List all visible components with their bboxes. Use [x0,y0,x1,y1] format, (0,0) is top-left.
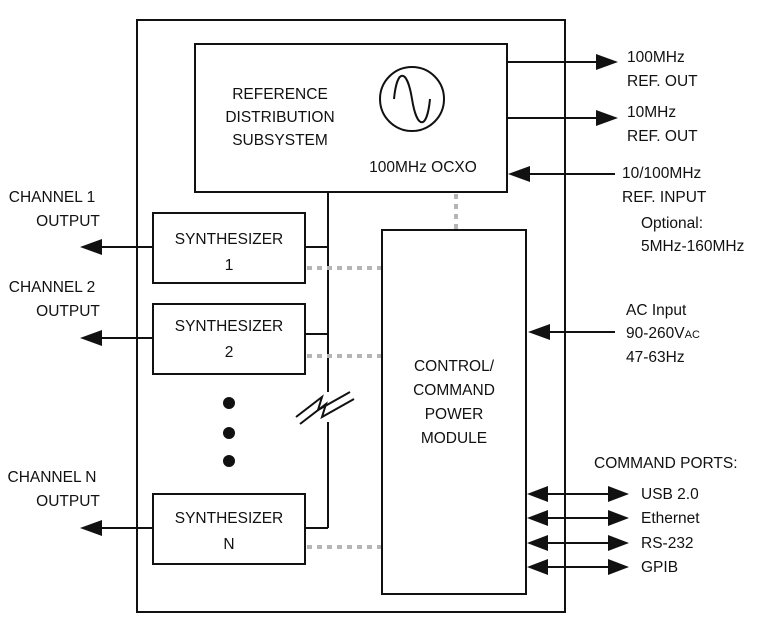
ac-input-line-2: 90-260VAC [626,325,700,342]
port-rs232-label: RS-232 [641,535,694,552]
synthesizer-2-box [152,303,306,375]
ellipsis-dot-3 [223,455,235,467]
synthesizer-1-line-2: 1 [225,257,234,274]
port-rs232-arrow [527,535,629,551]
ref100-label-line-2: REF. OUT [627,73,698,90]
channel-n-output-line-2: OUTPUT [36,493,100,510]
ref100-label-line-1: 100MHz [627,49,685,66]
channel-n-output-line-1: CHANNEL N [8,469,97,486]
control-line-2: COMMAND [413,382,495,399]
channel-2-output-arrowhead [80,330,102,346]
synthesizer-2-line-1: SYNTHESIZER [175,318,284,335]
reference-distribution-box [194,43,508,193]
control-line-3: POWER [425,406,484,423]
reference-title-line-1: REFERENCE [232,86,328,103]
oscillator-icon [379,66,445,132]
ellipsis-dot-1 [223,397,235,409]
command-ports-title: COMMAND PORTS: [594,455,738,472]
synthesizer-2-line-2: 2 [225,344,234,361]
port-gpib-label: GPIB [641,559,678,576]
port-ethernet-arrow [527,510,629,526]
synthesizer-n-line-1: SYNTHESIZER [175,510,284,527]
ref-input-optional-line-1: Optional: [641,215,703,232]
ref-input-line-2: REF. INPUT [622,189,707,206]
port-usb-arrow [527,486,629,502]
ac-input-arrowhead [528,324,550,340]
ref100-out-arrowhead [596,54,618,70]
ref10-label-line-2: REF. OUT [627,128,698,145]
port-usb-label: USB 2.0 [641,486,699,503]
channel-1-output-line-2: OUTPUT [36,213,100,230]
reference-title-line-3: SUBSYSTEM [232,132,328,149]
ref-input-optional-line-2: 5MHz-160MHz [641,238,744,255]
control-module-box [381,229,527,595]
control-line-4: MODULE [421,430,487,447]
reference-title-line-2: DISTRIBUTION [225,109,334,126]
port-ethernet-label: Ethernet [641,510,700,527]
ref10-out-arrowhead [596,110,618,126]
channel-1-output-arrowhead [80,239,102,255]
ac-input-voltage: 90-260V [626,325,685,342]
ellipsis-dot-2 [223,427,235,439]
bus-break-icon [295,391,355,425]
channel-2-output-line-1: CHANNEL 2 [9,279,95,296]
ac-input-voltage-sub: AC [685,329,700,341]
channel-2-output-line-2: OUTPUT [36,303,100,320]
synthesizer-1-line-1: SYNTHESIZER [175,231,284,248]
synthesizer-n-box [152,493,306,565]
ocxo-label: 100MHz OCXO [369,159,477,176]
ref10-label-line-1: 10MHz [627,104,676,121]
control-line-1: CONTROL/ [414,358,495,375]
port-gpib-arrow [527,559,629,575]
synthesizer-n-line-2: N [223,536,234,553]
ref-input-arrowhead [508,166,530,182]
ac-input-line-1: AC Input [626,302,687,319]
channel-n-output-arrowhead [80,520,102,536]
ac-input-line-3: 47-63Hz [626,349,685,366]
ref-input-line-1: 10/100MHz [622,165,701,182]
channel-1-output-line-1: CHANNEL 1 [9,189,95,206]
